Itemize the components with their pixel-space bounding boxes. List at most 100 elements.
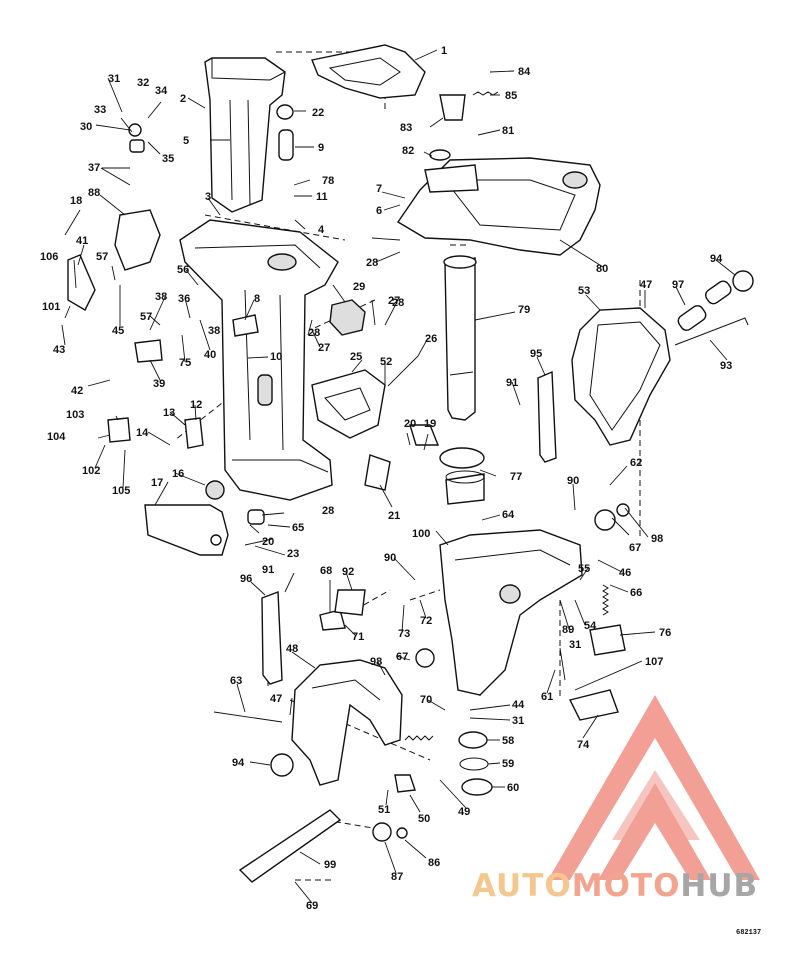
part-label-43: 43 xyxy=(53,344,65,356)
part-label-78: 78 xyxy=(322,175,334,187)
part-label-38: 38 xyxy=(155,291,167,303)
part-label-64: 64 xyxy=(502,509,515,521)
part-label-65: 65 xyxy=(292,522,304,534)
part-label-57: 57 xyxy=(96,251,108,263)
part-5-exhaust-housing xyxy=(204,57,286,213)
small-hardware xyxy=(67,94,630,842)
part-label-40: 40 xyxy=(204,349,216,361)
part-label-52: 52 xyxy=(380,356,392,368)
part-label-33: 33 xyxy=(94,104,106,116)
part-label-90: 90 xyxy=(384,552,396,564)
part-label-38: 38 xyxy=(208,325,220,337)
part-label-70: 70 xyxy=(420,694,432,706)
part-label-25: 25 xyxy=(350,351,362,363)
part-16-plug xyxy=(205,480,225,500)
part-label-54: 54 xyxy=(584,620,597,632)
part-label-106: 106 xyxy=(40,251,58,263)
part-label-17: 17 xyxy=(151,477,163,489)
part-17-lower-cover xyxy=(144,504,229,556)
part-label-46: 46 xyxy=(619,567,631,579)
wordmark-hub: HUB xyxy=(680,868,759,904)
part-label-14: 14 xyxy=(136,427,149,439)
part-25-bracket xyxy=(311,369,386,439)
part-100-swivel-bracket xyxy=(439,529,583,696)
part-9-sleeve xyxy=(278,129,294,161)
part-label-31: 31 xyxy=(512,715,524,727)
part-label-83: 83 xyxy=(400,122,412,134)
part-label-16: 16 xyxy=(172,468,184,480)
part-label-27: 27 xyxy=(388,295,400,307)
part-label-92: 92 xyxy=(342,566,354,578)
part-67-bushing xyxy=(415,648,435,668)
part-label-28: 28 xyxy=(322,505,334,517)
part-label-103: 103 xyxy=(66,409,84,421)
watermark-wordmark: AUTOMOTOHUB xyxy=(472,868,794,908)
leader-lines xyxy=(61,49,736,904)
wordmark-auto: AUTO xyxy=(472,868,572,904)
part-label-42: 42 xyxy=(71,385,83,397)
part-label-41: 41 xyxy=(76,235,88,247)
part-label-32: 32 xyxy=(137,77,149,89)
part-60-bushing xyxy=(461,778,493,796)
part-label-96: 96 xyxy=(240,573,252,585)
part-label-71: 71 xyxy=(352,631,364,643)
part-label-88: 88 xyxy=(88,187,100,199)
part-label-67: 67 xyxy=(629,542,641,554)
part-label-69: 69 xyxy=(306,900,318,912)
part-label-36: 36 xyxy=(178,293,190,305)
part-label-68: 68 xyxy=(320,565,332,577)
part-label-87: 87 xyxy=(391,871,403,883)
part-label-57: 57 xyxy=(140,311,152,323)
part-label-37: 37 xyxy=(88,162,100,174)
part-label-86: 86 xyxy=(428,857,440,869)
part-label-91: 91 xyxy=(506,377,518,389)
part-53-stern-bracket xyxy=(571,307,671,446)
part-label-104: 104 xyxy=(47,431,66,443)
part-58-bushing xyxy=(458,731,488,749)
part-label-73: 73 xyxy=(398,628,410,640)
part-label-45: 45 xyxy=(112,325,124,337)
part-label-31: 31 xyxy=(108,73,120,85)
part-label-11: 11 xyxy=(316,191,328,203)
part-label-102: 102 xyxy=(82,465,100,477)
part-label-85: 85 xyxy=(505,90,517,102)
part-29-roller xyxy=(329,299,366,336)
part-label-23: 23 xyxy=(287,548,299,560)
part-label-1: 1 xyxy=(441,45,447,57)
part-label-105: 105 xyxy=(112,485,130,497)
part-label-80: 80 xyxy=(596,263,608,275)
figure-code: 682137 xyxy=(736,929,762,937)
part-label-72: 72 xyxy=(420,615,432,627)
part-label-84: 84 xyxy=(518,66,531,78)
part-label-97: 97 xyxy=(672,279,684,291)
part-label-2: 2 xyxy=(180,93,186,105)
part-label-63: 63 xyxy=(230,675,242,687)
part-label-28: 28 xyxy=(392,297,404,309)
part-label-62: 62 xyxy=(630,457,642,469)
part-3-midsection-housing xyxy=(179,219,339,501)
part-label-28: 28 xyxy=(366,257,378,269)
part-label-20: 20 xyxy=(262,536,274,548)
part-label-93: 93 xyxy=(720,360,732,372)
part-label-94: 94 xyxy=(710,253,723,265)
part-label-30: 30 xyxy=(80,121,92,133)
part-label-49: 49 xyxy=(458,806,470,818)
part-label-8: 8 xyxy=(254,293,260,305)
part-94-handle-knob xyxy=(732,270,754,292)
wordmark-moto: MOTO xyxy=(571,868,681,904)
part-label-59: 59 xyxy=(502,758,514,770)
part-label-101: 101 xyxy=(42,301,60,313)
part-1-cover-plate xyxy=(311,44,426,99)
part-label-7: 7 xyxy=(376,183,382,195)
part-95-tilt-lever xyxy=(537,370,557,463)
part-label-6: 6 xyxy=(376,205,382,217)
part-label-61: 61 xyxy=(541,691,553,703)
part-label-39: 39 xyxy=(153,378,165,390)
part-label-3: 3 xyxy=(205,191,211,203)
watermark-logo xyxy=(548,695,760,880)
part-label-12: 12 xyxy=(190,399,202,411)
part-label-51: 51 xyxy=(378,804,390,816)
part-label-74: 74 xyxy=(577,739,590,751)
